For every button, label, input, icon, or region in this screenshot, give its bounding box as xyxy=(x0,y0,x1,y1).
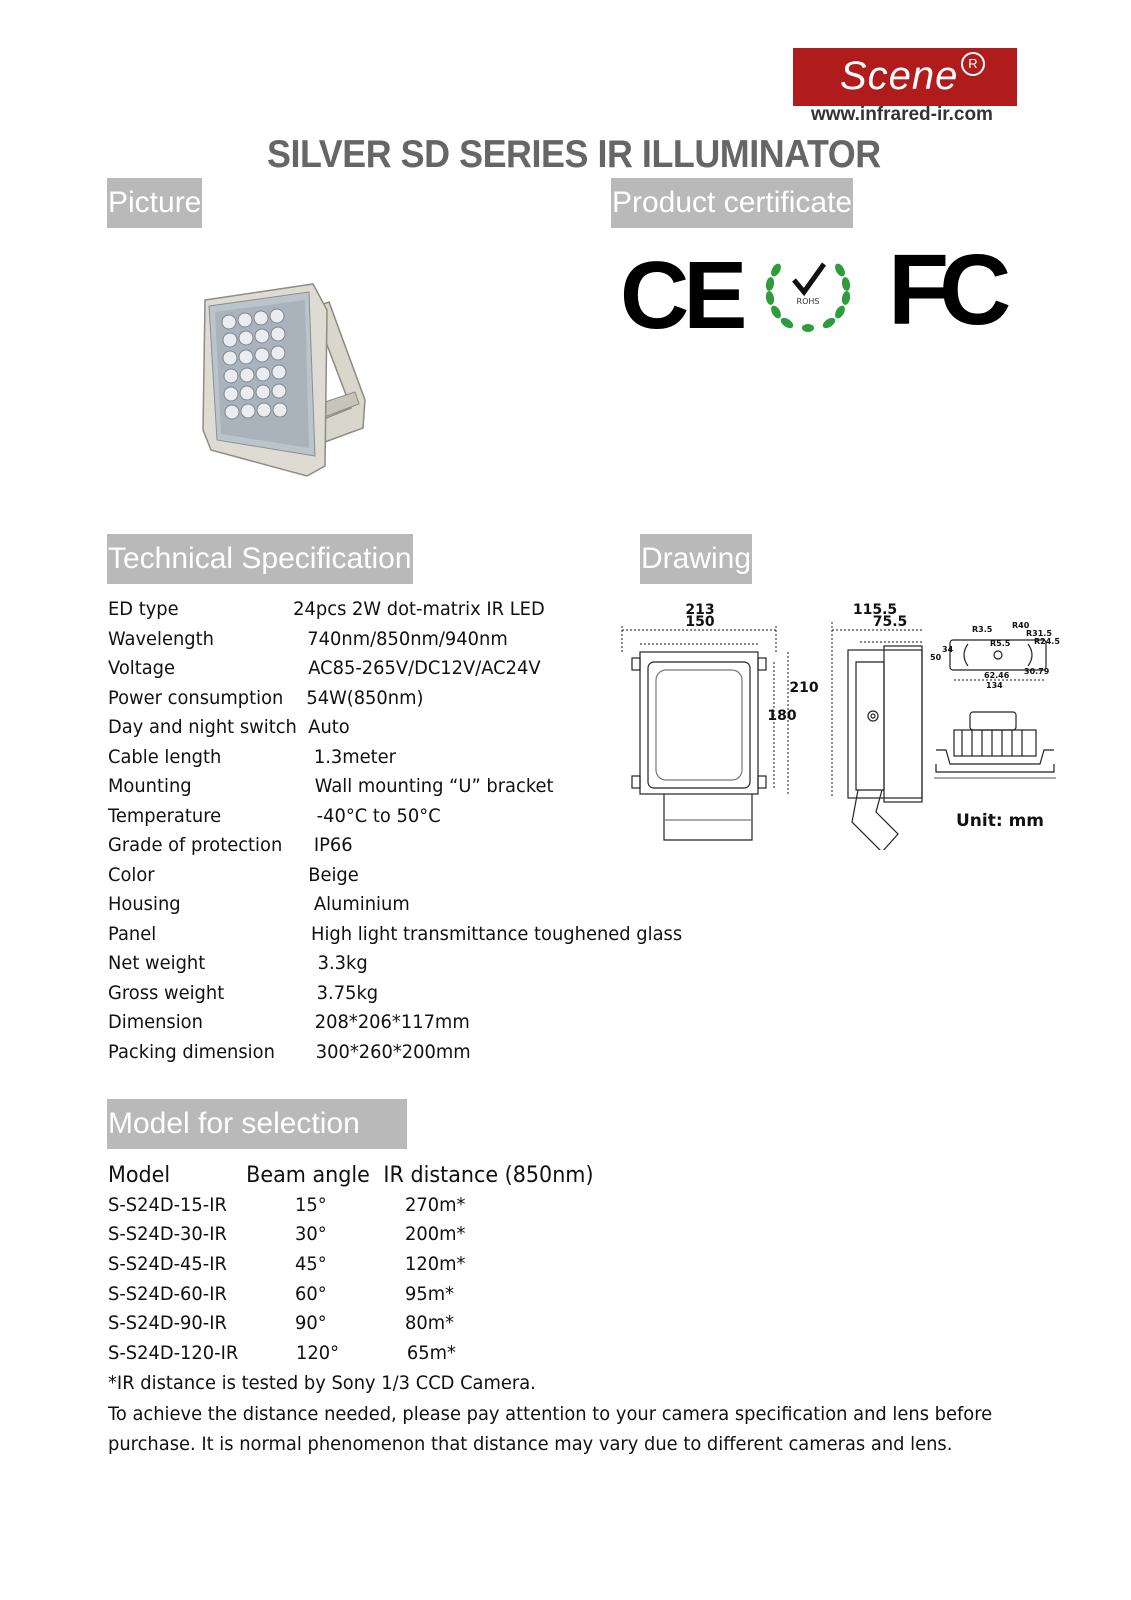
technical-drawing: 213 150 210 180 115.5 75.5 R3.5 R40 R31.… xyxy=(621,602,1060,850)
dim-front-width-outer: 213 xyxy=(685,602,714,618)
page-title: SILVER SD SERIES IR ILLUMINATOR xyxy=(267,133,881,176)
product-image xyxy=(202,283,366,477)
drawing-unit: Unit: mm xyxy=(956,811,1044,831)
dim-bracket-w1: 62.46 xyxy=(984,671,1010,680)
section-certificate: Product certificate xyxy=(611,178,854,228)
table-header: Model Beam angle IR distance (850nm) xyxy=(108,1163,594,1188)
section-tech-spec: Technical Specification xyxy=(107,534,413,584)
dim-bracket-h1: 34 xyxy=(942,645,954,654)
dim-front-height-outer: 210 xyxy=(789,680,818,696)
section-models: Model for selection xyxy=(107,1099,407,1149)
registered-mark-icon: R xyxy=(961,52,985,76)
dim-bracket-w3: 134 xyxy=(986,681,1003,690)
spec-row: Temperature-40°C to 50°C xyxy=(108,805,441,827)
website-link[interactable]: www.infrared-ir.com xyxy=(811,104,993,125)
section-drawing: Drawing xyxy=(640,534,753,584)
dim-front-height-inner: 180 xyxy=(767,708,796,724)
dim-bracket-r1: R3.5 xyxy=(972,625,993,634)
dim-bracket-h2: 50 xyxy=(930,653,942,662)
dim-bracket-w2: 30.79 xyxy=(1024,667,1050,676)
brand-name: Scene xyxy=(840,54,959,98)
dim-bracket-r2: R40 xyxy=(1012,621,1030,630)
fcc-mark-icon: FC xyxy=(888,234,1011,346)
dim-front-width-inner: 150 xyxy=(685,614,714,630)
dim-bracket-r5: R5.5 xyxy=(990,639,1011,648)
rohs-mark-icon: ROHS xyxy=(765,262,851,332)
dim-bracket-r4: R24.5 xyxy=(1034,637,1060,646)
dim-side-depth-inner: 75.5 xyxy=(873,614,908,630)
dim-bracket-r3: R31.5 xyxy=(1026,629,1052,638)
note-line: To achieve the distance needed, please p… xyxy=(108,1403,993,1425)
section-picture: Picture xyxy=(107,178,203,228)
ce-mark-icon: CE xyxy=(620,242,747,349)
dim-side-depth-outer: 115.5 xyxy=(853,602,897,618)
rohs-label: ROHS xyxy=(797,297,820,306)
note-line: purchase. It is normal phenomenon that d… xyxy=(108,1433,953,1455)
footnote: *IR distance is tested by Sony 1/3 CCD C… xyxy=(108,1372,536,1394)
